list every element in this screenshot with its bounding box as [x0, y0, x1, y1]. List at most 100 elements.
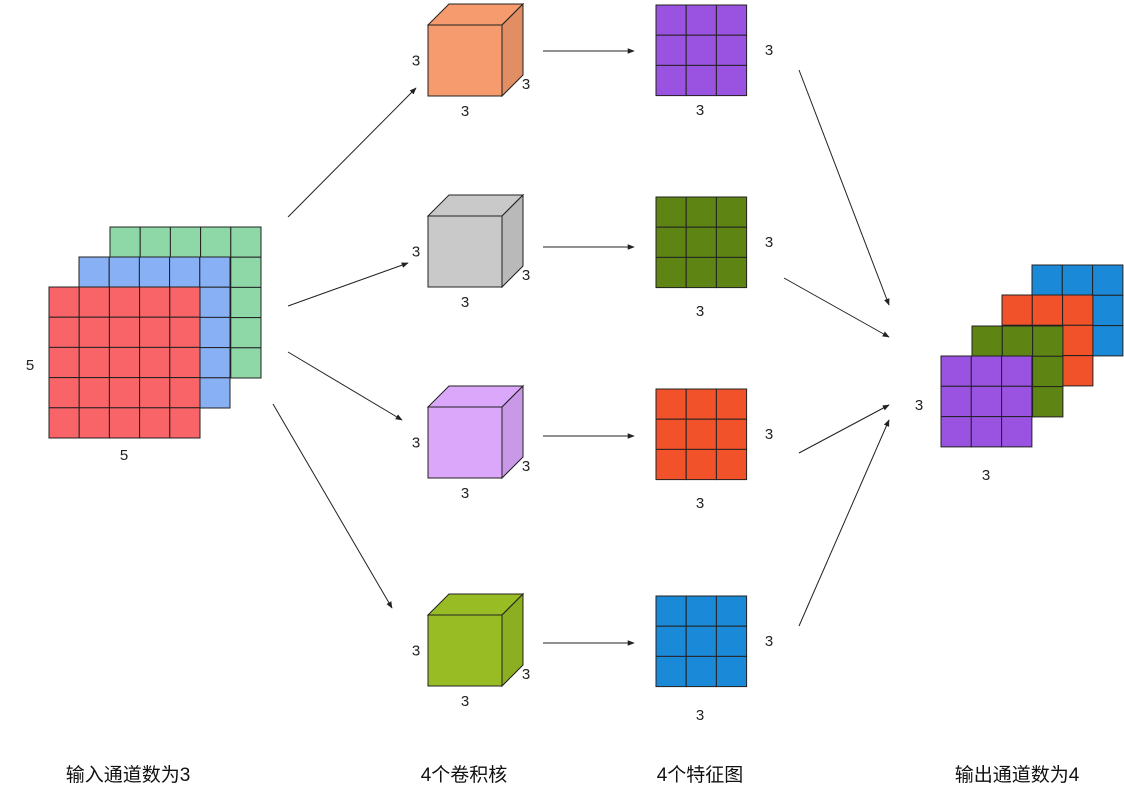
flow-arrow — [798, 69, 890, 306]
grid-cell — [139, 346, 171, 379]
flow-arrow — [287, 262, 409, 307]
grid-cell — [1032, 325, 1064, 357]
input-caption: 输入通道数为3 — [66, 764, 191, 786]
kernel-height-label: 3 — [412, 435, 420, 452]
grid-cell — [169, 377, 201, 409]
kernel-front-face — [427, 215, 503, 288]
grid-cell — [139, 407, 171, 439]
grid-cell — [1001, 416, 1033, 448]
grid-cell — [169, 316, 201, 348]
grid-cell — [1031, 264, 1063, 296]
grid-cell — [685, 388, 717, 420]
grid-cell — [78, 407, 110, 439]
arrows — [272, 48, 890, 646]
grid-cell — [715, 625, 748, 657]
grid-cell — [230, 286, 262, 319]
kernel-height-label: 3 — [412, 643, 420, 660]
grid-cell — [715, 388, 748, 420]
grid-cell — [169, 226, 202, 258]
feature-map-bottom-label: 3 — [696, 707, 704, 724]
kernel-side-shade — [502, 4, 523, 96]
grid-cell — [78, 316, 110, 348]
grid-cell — [685, 4, 717, 36]
grid-cell — [655, 64, 687, 97]
grid-cell — [199, 286, 231, 318]
input-width-label: 5 — [120, 447, 128, 464]
grid-cell — [108, 377, 141, 409]
grid-cell — [108, 407, 141, 439]
grid-cell — [48, 286, 80, 318]
grid-cell — [109, 226, 141, 258]
grid-cell — [715, 595, 748, 627]
grid-cell — [970, 355, 1003, 387]
feature-maps-caption: 4个特征图 — [657, 764, 744, 786]
output-tensor — [940, 264, 1124, 448]
grid-cell — [108, 286, 141, 318]
output-width-label: 3 — [982, 467, 990, 484]
grid-cell — [78, 286, 110, 318]
flow-arrow — [783, 277, 890, 338]
kernel-depth-label: 3 — [522, 666, 530, 683]
feature-map-side-label: 3 — [765, 42, 773, 59]
feature-map-side-label: 3 — [765, 426, 773, 443]
feature-map-bottom-label: 3 — [696, 303, 704, 320]
grid-cell — [1001, 385, 1033, 418]
kernel-width-label: 3 — [461, 294, 469, 311]
grid-cell — [685, 64, 717, 97]
grid-cell — [685, 418, 717, 450]
input-height-label: 5 — [26, 357, 34, 374]
kernel-side-shade — [502, 195, 523, 287]
kernel-width-label: 3 — [461, 693, 469, 710]
grid-cell — [685, 226, 717, 258]
grid-cell — [1032, 386, 1064, 418]
kernel-front-face — [427, 24, 503, 97]
grid-cell — [685, 655, 717, 688]
feature-map-3 — [655, 388, 748, 481]
grid-cell — [655, 4, 687, 36]
feature-map-bottom-label: 3 — [696, 102, 704, 119]
grid-cell — [655, 256, 687, 289]
kernel-front-face — [427, 614, 503, 687]
grid-cell — [139, 286, 171, 318]
grid-cell — [78, 346, 110, 379]
grid-cell — [1092, 264, 1124, 296]
grid-cell — [108, 316, 141, 348]
grid-cell — [970, 416, 1003, 448]
feature-map-side-label: 3 — [765, 234, 773, 251]
kernel-height-label: 3 — [412, 244, 420, 261]
grid-cell — [685, 625, 717, 657]
grid-cell — [1092, 325, 1124, 357]
grid-cell — [199, 256, 231, 288]
grid-cell — [940, 355, 972, 387]
grid-cell — [971, 325, 1003, 357]
grid-cell — [108, 346, 141, 379]
grid-cell — [655, 196, 687, 228]
grid-cell — [139, 316, 171, 348]
grid-cell — [169, 407, 201, 439]
grid-cell — [685, 34, 717, 66]
grid-cell — [940, 385, 972, 418]
kernel-side-shade — [502, 386, 523, 478]
grid-cell — [169, 346, 201, 379]
grid-cell — [1032, 355, 1064, 388]
input-tensor — [48, 226, 262, 439]
grid-cell — [715, 4, 748, 36]
grid-cell — [1062, 355, 1094, 387]
grid-cell — [715, 196, 748, 228]
kernel-cube-1: 333 — [412, 2, 530, 120]
flow-arrow — [798, 419, 890, 627]
grid-cell — [169, 256, 201, 288]
grid-cell — [715, 64, 748, 97]
input-channel-3 — [48, 286, 201, 439]
grid-cell — [78, 256, 110, 288]
feature-map-4 — [655, 595, 748, 688]
grid-cell — [715, 256, 748, 289]
grid-cell — [685, 256, 717, 289]
grid-cell — [1061, 264, 1094, 296]
grid-cell — [715, 34, 748, 66]
grid-cell — [139, 226, 171, 258]
grid-cell — [1001, 294, 1033, 326]
grid-cell — [1031, 294, 1064, 326]
